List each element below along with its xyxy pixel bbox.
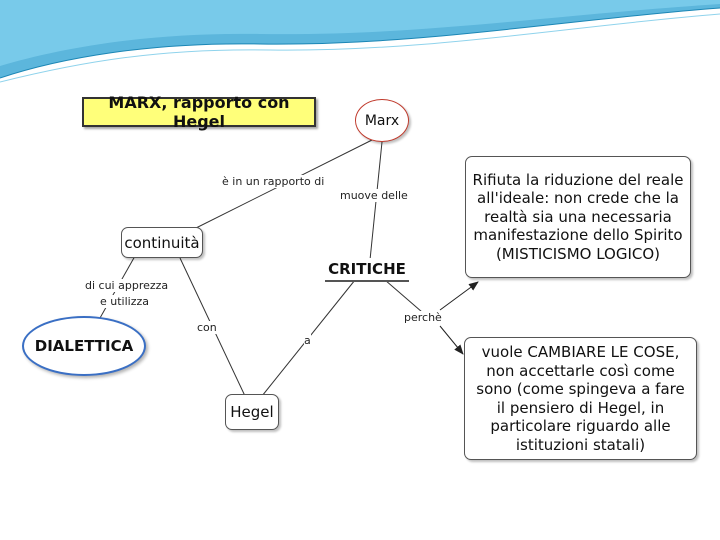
link-label-muove: muove delle: [340, 189, 408, 202]
map-title: MARX, rapporto con Hegel: [82, 93, 316, 131]
node-hegel: Hegel: [225, 394, 279, 430]
link-label-rapporto: è in un rapporto di: [222, 175, 325, 188]
node-vuole-cambiare: vuole CAMBIARE LE COSE, non accettarle c…: [464, 337, 697, 460]
slide-header-decoration: [0, 0, 720, 83]
node-marx: Marx: [355, 99, 409, 142]
node-critiche: CRITICHE: [325, 258, 409, 282]
node-dialettica: DIALETTICA: [22, 316, 146, 376]
link-critiche-perche: [384, 279, 423, 313]
link-label-con: con: [197, 321, 217, 334]
link-label-apprezza-2: e utilizza: [100, 295, 150, 308]
node-continuita: continuità: [121, 227, 203, 258]
arrow-to-rifiuta: [439, 281, 479, 311]
link-label-apprezza-1: di cui apprezza: [85, 279, 169, 292]
link-label-perche: perchè: [404, 311, 442, 324]
link-label-a: a: [304, 334, 311, 347]
node-rifiuta-riduzione: Rifiuta la riduzione del reale all'ideal…: [465, 156, 691, 278]
arrow-to-vuole: [439, 325, 464, 355]
